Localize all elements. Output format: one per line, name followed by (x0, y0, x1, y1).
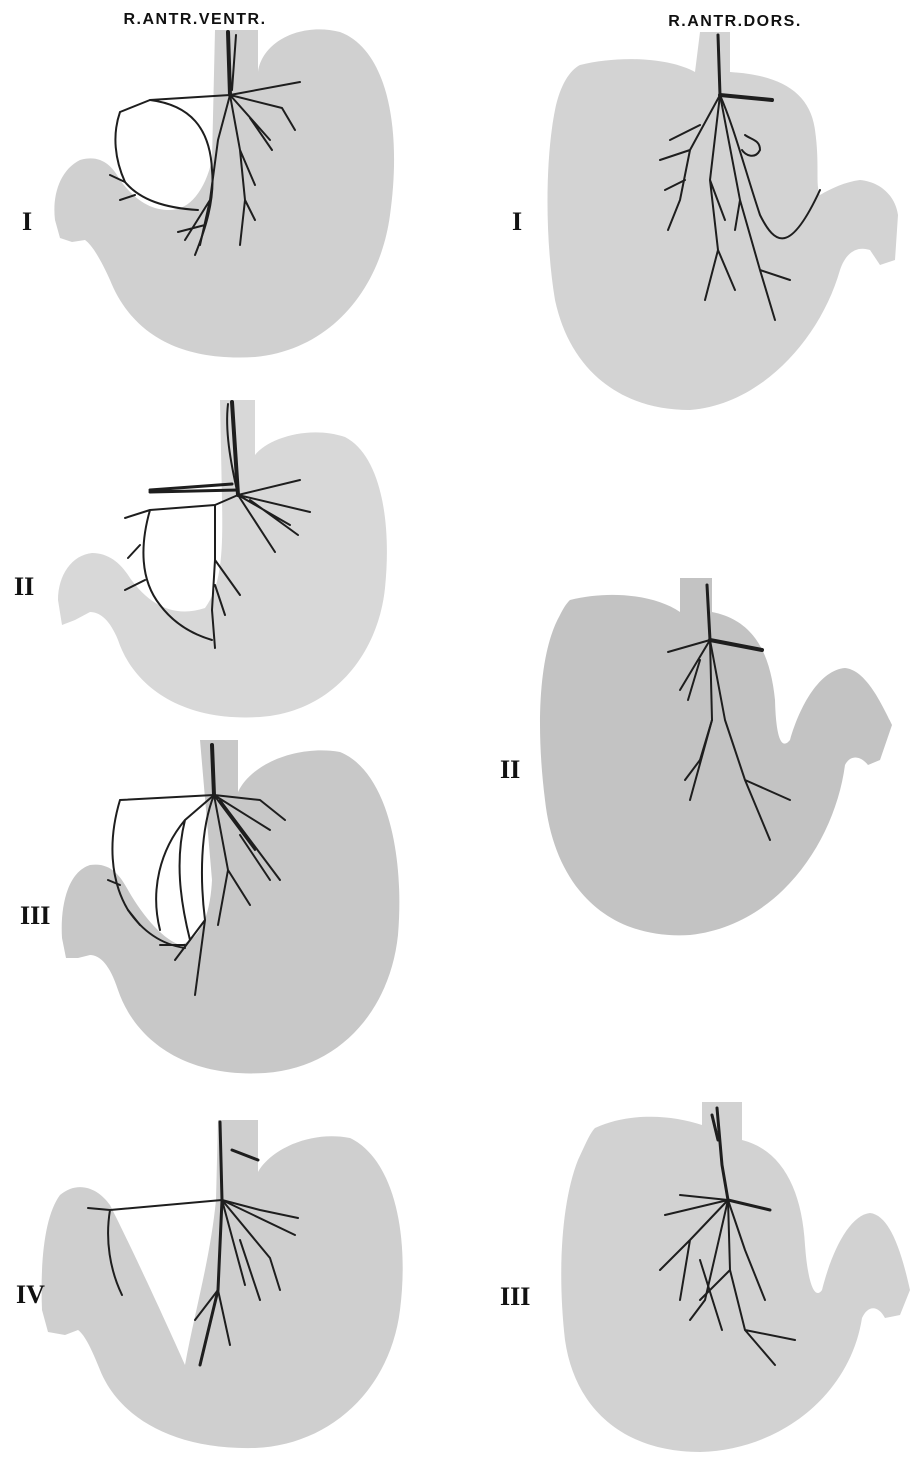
stomach-silhouette (54, 29, 394, 357)
dorsal-panel-2-label: II (500, 755, 520, 784)
ventral-panel-4-label: IV (16, 1280, 45, 1309)
dorsal-panel-3: III (500, 1102, 910, 1452)
ventral-panel-3: III (20, 740, 399, 1073)
ventral-panel-2-label: II (14, 572, 34, 601)
ventral-panel-1: I (22, 29, 394, 357)
stomach-silhouette (540, 578, 892, 935)
ventral-panel-1-label: I (22, 207, 32, 236)
ventral-panel-2: II (14, 400, 387, 717)
column-title-ventral: R.ANTR.VENTR. (123, 11, 266, 28)
stomach-silhouette (62, 740, 400, 1073)
stomach-silhouette (58, 400, 387, 717)
stomach-silhouette (561, 1102, 910, 1452)
column-title-dorsal: R.ANTR.DORS. (668, 13, 802, 30)
dorsal-panel-1: I (512, 32, 898, 410)
ventral-panel-4: IV (16, 1120, 403, 1448)
ventral-panel-3-label: III (20, 901, 50, 930)
stomach-silhouette (548, 32, 899, 410)
dorsal-panel-3-label: III (500, 1282, 530, 1311)
dorsal-panel-2: II (500, 578, 892, 935)
dorsal-panel-1-label: I (512, 207, 522, 236)
